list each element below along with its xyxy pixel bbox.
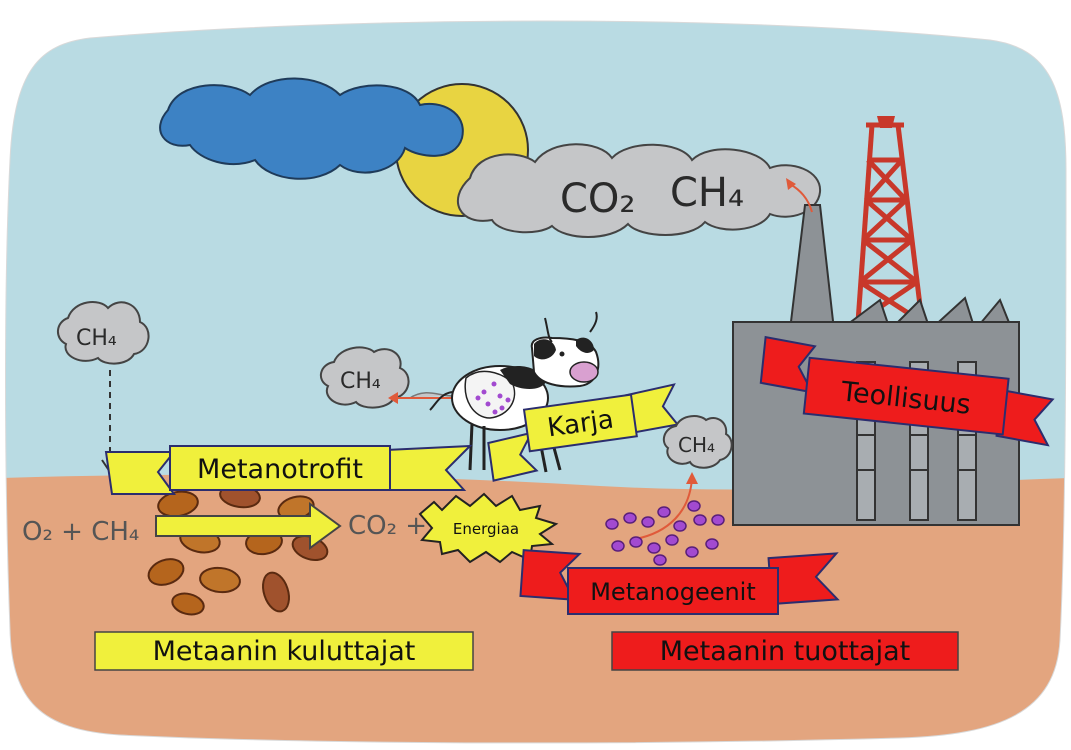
cow-ch4-label: CH₄ bbox=[340, 369, 381, 394]
teollisuus-banner: Teollisuus bbox=[759, 335, 1055, 447]
consumers-legend: Metaanin kuluttajat bbox=[94, 631, 474, 671]
metanogeenit-label: Metanogeenit bbox=[590, 578, 756, 606]
equation-left: O₂ + CH₄ bbox=[22, 517, 139, 547]
metanogeenit-banner: Metanogeenit bbox=[519, 549, 840, 615]
methanogen-arrow bbox=[629, 477, 693, 541]
methanogen-arrow-head bbox=[686, 472, 698, 484]
cow-arrow-head bbox=[388, 392, 398, 404]
methanogen-cells bbox=[605, 500, 725, 566]
left-ch4-cloud-icon bbox=[57, 301, 150, 365]
frame-outline bbox=[5, 20, 1067, 744]
metanotrofit-banner: Metanotrofit bbox=[104, 444, 473, 495]
cloud-co2-label: CO₂ bbox=[560, 176, 635, 222]
karja-banner: Karja bbox=[487, 383, 680, 482]
blue-cloud-icon bbox=[159, 77, 464, 180]
cloud-ch4-label: CH₄ bbox=[670, 170, 744, 216]
methanotroph-cells bbox=[147, 483, 329, 616]
metanotrofit-label: Metanotrofit bbox=[197, 454, 363, 485]
tower-top bbox=[877, 116, 895, 128]
consumers-legend-label: Metaanin kuluttajat bbox=[153, 636, 416, 667]
producers-legend-label: Metaanin tuottajat bbox=[660, 636, 910, 667]
soil-ch4-cloud-icon bbox=[662, 415, 733, 469]
energiaa-burst: Energiaa bbox=[418, 492, 559, 564]
left-ch4-label: CH₄ bbox=[76, 326, 117, 351]
energiaa-label: Energiaa bbox=[453, 520, 519, 538]
producers-legend: Metaanin tuottajat bbox=[611, 631, 959, 671]
reaction-arrow bbox=[155, 502, 342, 550]
equation-right: CO₂ + bbox=[348, 511, 427, 541]
soil-ch4-label: CH₄ bbox=[678, 433, 715, 457]
smoke-arrow-head bbox=[786, 178, 796, 190]
oil-tower bbox=[855, 122, 925, 325]
